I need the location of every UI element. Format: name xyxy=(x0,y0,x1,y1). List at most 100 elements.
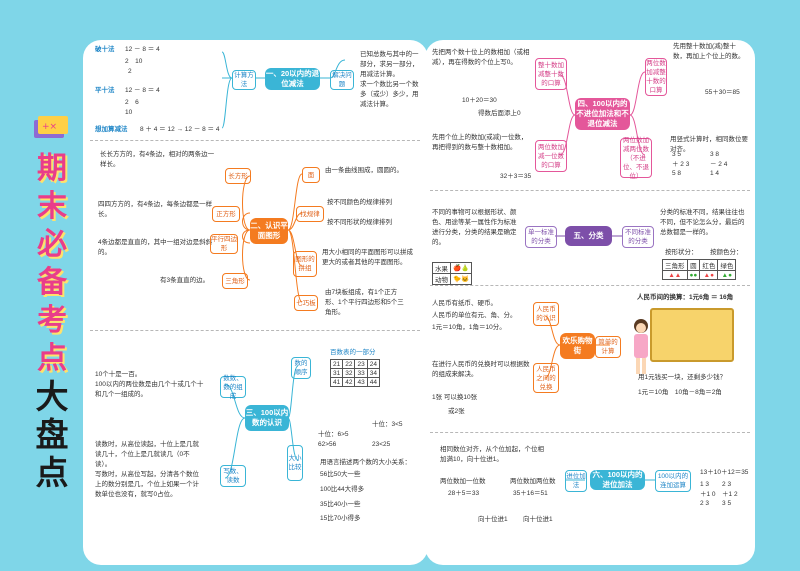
count-text: 10个十是一百。 100以内的两位数是由几个十或几个十和几个一组成的。 xyxy=(95,371,204,398)
exchange-node: 人民币之间的兑换 xyxy=(533,363,559,393)
fruit-table: 水果🍎🍐 动物🐤🐱 xyxy=(432,262,473,285)
add3-eq: 55＋30＝85 xyxy=(705,89,740,96)
section4-title: 四、100以内的不进位加法和不退位减法 xyxy=(575,98,630,130)
add1-node: 整十数加减整十数的口算 xyxy=(535,58,567,90)
compose-text: 用大小相同的平面图形可以拼成更大的或者其他的平面图形。 xyxy=(322,249,413,266)
count-node: 数数、数的组成 xyxy=(220,375,246,400)
exchange-text: 在进行人民币的兑换时可以根据数的组成来解决。 xyxy=(432,361,530,378)
books-icon: +× xyxy=(34,116,68,138)
pattern-node: 找规律 xyxy=(296,206,324,222)
rect-text: 长长方方的，有4条边，相对的两条边一样长。 xyxy=(100,151,215,168)
table-cell: 23 xyxy=(354,359,368,369)
side-title: 期 末 必 备 考 点 大 盘 点 xyxy=(28,150,76,492)
section6-title: 欢乐购物街 xyxy=(560,333,595,359)
compare-rule: 用语言描述两个数的大小关系： xyxy=(320,459,411,466)
add2-eq: 32＋3＝35 xyxy=(500,173,532,180)
compare-1: 56比50大一些 xyxy=(320,471,361,478)
table-cell: 24 xyxy=(366,359,380,369)
ex2-eq: 35＋16＝51 xyxy=(513,490,548,497)
compare-b: 十位：3<5 xyxy=(372,421,403,428)
add4-text: 用竖式计算时，相同数位要对齐。 xyxy=(670,136,748,153)
ex2-label: 两位数加两位数 xyxy=(510,478,556,485)
compose-node: 图形的拼组 xyxy=(293,251,317,277)
add1-note: 得数后面添上0 xyxy=(478,110,521,117)
break-ten-expr: 12 － 8 ＝ 4 xyxy=(125,46,160,53)
divider xyxy=(90,140,420,141)
ex2-note: 向十位进1 xyxy=(523,516,553,523)
compare-node: 大小比较 xyxy=(287,445,303,481)
square-text: 四四方方的，有4条边，每条边都是一样长。 xyxy=(98,201,213,218)
same-text: 不同的事物可以根据形状、颜色、用途等某一属性作为标准进行分类，分类的结果是确定的… xyxy=(432,209,517,246)
rw-node: 写数、读数 xyxy=(220,465,246,487)
flat-ten-split: 2 6 xyxy=(125,99,139,106)
table-cell: 绿色 xyxy=(717,259,737,271)
side-title-char: 点 xyxy=(37,342,67,375)
compare-4: 15比70小得多 xyxy=(320,515,361,522)
shop-title: 人民币间的换算：1元6角 ＝ 16角 xyxy=(637,294,734,301)
calc-question: 用1元钱买一块，还剩多少钱？ xyxy=(638,374,727,381)
table-cell: 动物 xyxy=(432,273,451,285)
pattern-text-b: 按不同形状的规律排列 xyxy=(327,219,392,226)
diff-node: 不同标准的分类 xyxy=(622,226,654,248)
square-node: 正方形 xyxy=(212,206,240,222)
side-title-char: 点 xyxy=(35,454,69,491)
ex1-label: 两位数加一位数 xyxy=(440,478,486,485)
add3-text: 先用整十数加(减)整十数，再加上个位上的数。 xyxy=(673,43,745,60)
table-cell: 红色 xyxy=(699,259,719,271)
section3-title: 三、100以内数的认识 xyxy=(245,405,289,431)
classify-table: 三角形圆红色绿色 ▲▲●●▲●▲● xyxy=(662,259,737,280)
tangram-node: 七巧板 xyxy=(294,295,318,311)
section2-title: 二、认识平面图形 xyxy=(250,218,288,244)
section7-title: 六、100以内的进位加法 xyxy=(590,470,645,490)
compare-b2: 23<25 xyxy=(372,441,391,448)
add1-text: 先把两个数十位上的数相加（或相减），再在得数的个位上写0。 xyxy=(432,49,530,66)
shopkeeper-figure xyxy=(634,319,648,374)
table-cell: 22 xyxy=(342,359,356,369)
diff-text: 分类的标准不同，结果往往也不同，但不论怎么分，最后的总数都是一样的。 xyxy=(660,209,745,236)
add4-vertical1: 3 5 ＋ 2 3 5 8 xyxy=(672,151,690,177)
method-node: 计算方法 xyxy=(232,70,256,90)
by-shape: 按形状分： xyxy=(665,249,698,256)
think-label: 想加算减法 xyxy=(95,126,128,133)
same-node: 单一标准的分类 xyxy=(525,226,557,248)
section1-title: 一、20以内的退位减法 xyxy=(265,68,320,90)
simple-node: 简单的计算 xyxy=(595,336,621,358)
ex1-eq: 28＋5＝33 xyxy=(448,490,480,497)
divider xyxy=(430,190,750,191)
side-title-char: 考 xyxy=(37,304,67,337)
side-title-char: 必 xyxy=(37,228,67,261)
know-node: 人民币的认识 xyxy=(533,302,559,326)
rect-node: 长方形 xyxy=(225,168,251,184)
divider xyxy=(90,330,420,331)
solve-text: 已知总数与其中的一部分，求另一部分，用减法计算。 求一个数比另一个数多（或少）多… xyxy=(360,51,419,108)
divider xyxy=(430,432,750,433)
ex1-note: 向十位进1 xyxy=(478,516,508,523)
table-cell: 三角形 xyxy=(662,259,688,271)
pattern-text-a: 按不同颜色的规律排列 xyxy=(327,199,392,206)
compare-a2: 62>56 xyxy=(318,441,337,448)
add1-eq: 10＋20＝30 xyxy=(462,97,497,104)
section5-title: 五、分类 xyxy=(565,226,612,246)
para-text: 4条边都是直直的，其中一组对边是斜斜的。 xyxy=(98,239,213,256)
flat-ten-expr: 12 － 8 ＝ 4 xyxy=(125,87,160,94)
break-ten-split: 2 10 xyxy=(125,58,143,65)
by-color: 按颜色分： xyxy=(710,249,743,256)
table-title: 百数表的一部分 xyxy=(330,349,376,356)
cont-vertical: 1 3 2 3 ＋1 0 ＋1 2 2 3 3 5 xyxy=(700,481,738,507)
add4-node: 两位数加减两位数（不进位、不退位） xyxy=(620,137,652,180)
side-title-char: 大 xyxy=(35,378,69,415)
table-cell: 34 xyxy=(366,368,380,378)
flat-ten-split2: 10 xyxy=(125,109,133,116)
exchange-2: 或2张 xyxy=(448,408,465,415)
table-cell: 圆 xyxy=(686,259,701,271)
face-text: 由一条曲线围成，圆圆的。 xyxy=(325,167,403,174)
tri-node: 三角形 xyxy=(222,273,248,289)
compare-2: 100比44大得多 xyxy=(320,486,365,493)
solve-node: 解决问题 xyxy=(330,70,354,90)
side-title-char: 盘 xyxy=(35,416,69,453)
table-cell: 33 xyxy=(354,368,368,378)
order-node: 数的顺序 xyxy=(291,357,311,379)
table-cell: 44 xyxy=(366,377,380,387)
break-ten-label: 破十法 xyxy=(95,46,115,53)
know-text: 人民币有纸币、硬币。 人民币的单位有元、角、分。 1元＝10角，1角＝10分。 xyxy=(432,300,517,331)
